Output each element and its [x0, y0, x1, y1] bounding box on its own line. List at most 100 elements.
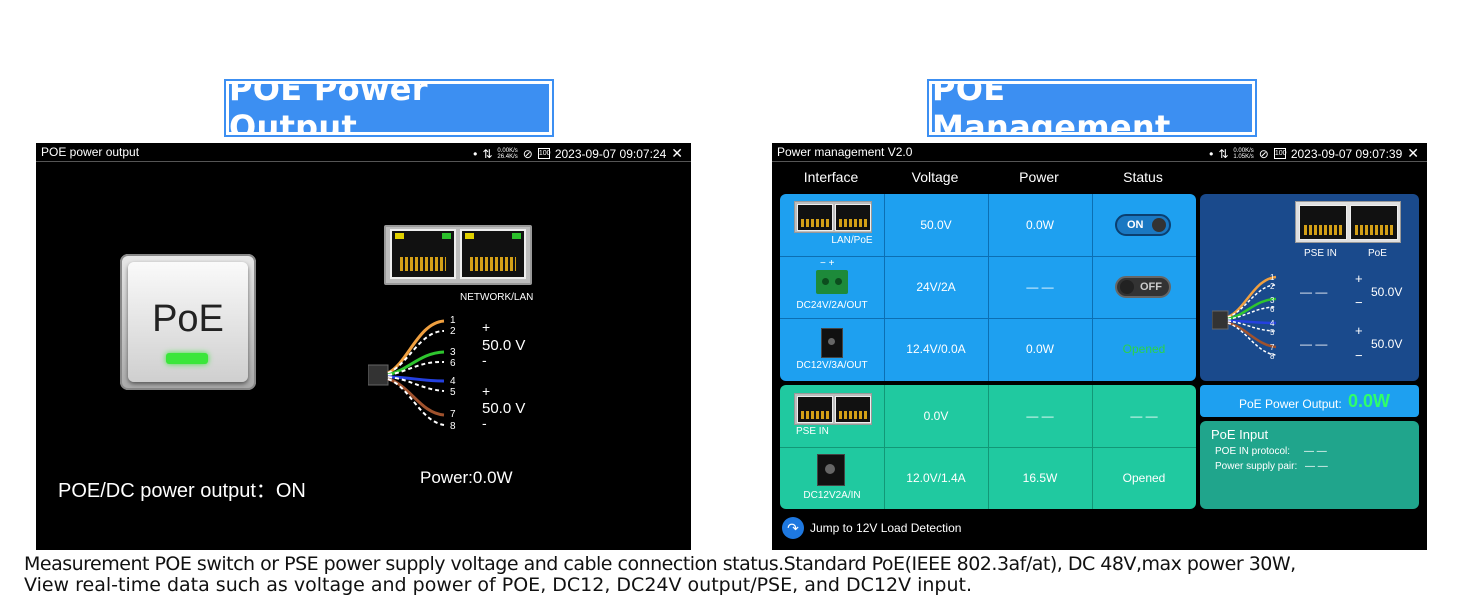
lan-poe-toggle[interactable]: ON [1115, 214, 1171, 236]
pair1-plus: + [1355, 271, 1363, 286]
header-voltage: Voltage [911, 169, 959, 185]
no-screen-icon: ⊘ [1258, 146, 1269, 161]
pin-label: 8 [450, 421, 456, 432]
datetime: 2023-09-07 09:07:39 [1290, 146, 1403, 161]
pin-label: 8 [1270, 352, 1275, 361]
banner-poe-management: POE Management [927, 70, 1257, 146]
pair1-minus: − [1355, 295, 1363, 310]
pair1-minus: - [482, 352, 487, 368]
poe-button-face: PoE [128, 262, 248, 382]
row-interface: DC12V2A/IN [803, 489, 861, 501]
row-voltage: 0.0V [923, 409, 949, 423]
poe-power-output-box [1200, 385, 1419, 417]
pin-label: 4 [1270, 319, 1275, 328]
pair2-dash: — — [1300, 337, 1328, 351]
dot-icon: • [1209, 146, 1214, 161]
led-yellow-icon [395, 233, 404, 239]
pair1-plus: + [482, 319, 491, 335]
screen-title: POE power output [41, 145, 140, 159]
pair1-voltage: 50.0 V [482, 337, 526, 354]
toggle-label: ON [1127, 219, 1144, 231]
dc-jack-icon [817, 454, 845, 486]
toggle-knob [1152, 218, 1166, 232]
header-power: Power [1019, 169, 1059, 185]
poe-output-label: PoE Power Output: [1239, 397, 1342, 411]
table-divider [884, 194, 885, 381]
ethernet-cable-diagram [1212, 275, 1277, 356]
pse-in-label: PSE IN [1304, 248, 1337, 259]
pair2-minus: − [1355, 348, 1363, 363]
pin-label: 1 [1270, 273, 1275, 282]
row-interface: DC24V/2A/OUT [796, 299, 868, 311]
table-divider [1092, 194, 1093, 381]
row-voltage: 24V/2A [916, 280, 956, 294]
output-status: POE/DC power output：ON [58, 480, 306, 502]
pair2-plus: + [482, 383, 491, 399]
row-interface: DC12V/3A/OUT [796, 359, 868, 371]
banner-poe-power-output: POE Power Output [224, 70, 554, 146]
poe-button-label: PoE [152, 298, 224, 340]
row-power: 16.5W [1022, 471, 1058, 485]
row-interface: PSE IN [796, 426, 829, 437]
power-reading: Power:0.0W [420, 468, 513, 487]
pair1-dash: — — [1300, 285, 1328, 299]
description-line-1: Measurement POE switch or PSE power supp… [24, 553, 1296, 575]
row-status: Opened [1122, 471, 1166, 485]
close-icon[interactable]: ✕ [1407, 145, 1419, 161]
poe-input-title: PoE Input [1211, 427, 1269, 442]
power-supply-pair-label: Power supply pair: [1215, 461, 1298, 472]
jump-12v-load-detection[interactable]: ↷ Jump to 12V Load Detection [782, 517, 961, 539]
network-arrows-icon: ⇅ [482, 146, 493, 161]
rj45-port-block [384, 225, 532, 285]
pair2-plus: + [1355, 323, 1363, 338]
battery-icon: 100 [1273, 148, 1287, 159]
poe-toggle-button[interactable]: PoE [120, 254, 256, 390]
pse-poe-port-icon [1295, 201, 1401, 243]
table-divider [988, 194, 989, 381]
led-yellow-icon [465, 233, 474, 239]
dc-jack-icon [821, 328, 843, 358]
close-icon[interactable]: ✕ [671, 145, 683, 161]
jump-link-label: Jump to 12V Load Detection [810, 521, 962, 535]
port-label: NETWORK/LAN [460, 292, 534, 303]
row-power: — — [1026, 280, 1054, 294]
rj45-pins [470, 257, 516, 271]
poe-output-value: 0.0W [1348, 391, 1391, 411]
pin-label: 3 [1270, 296, 1275, 305]
led-green-icon [512, 233, 521, 239]
pin-label: 4 [450, 376, 456, 387]
pin-label: 3 [450, 347, 456, 358]
toggle-knob [1120, 280, 1134, 294]
dc-terminal-polarity: − + [820, 258, 835, 269]
pin-label: 6 [450, 358, 456, 369]
pin-label: 7 [450, 409, 456, 420]
network-arrows-icon: ⇅ [1218, 146, 1229, 161]
poe-input-panel [1200, 421, 1419, 509]
pair2-minus: - [482, 415, 487, 431]
dc24v-toggle[interactable]: OFF [1115, 276, 1171, 298]
poe-in-protocol-label: POE IN protocol: [1215, 446, 1291, 457]
pin-label: 5 [450, 387, 456, 398]
pin-label: 7 [1270, 343, 1275, 352]
pin-label: 6 [1270, 305, 1275, 314]
pin-label: 1 [450, 315, 456, 326]
poe-in-protocol-value: — — [1304, 446, 1327, 457]
toggle-label: OFF [1140, 281, 1162, 293]
pin-label: 5 [1270, 328, 1275, 337]
row-interface: LAN/PoE [831, 234, 873, 246]
pin-label: 2 [1270, 282, 1275, 291]
poe-label: PoE [1368, 248, 1387, 259]
pin-label: 2 [450, 326, 456, 337]
row-power: 0.0W [1025, 342, 1054, 356]
row-power: 0.0W [1025, 218, 1054, 232]
pair1-voltage: 50.0V [1371, 285, 1403, 299]
row-voltage: 12.0V/1.4A [906, 471, 966, 485]
power-supply-pair-value: — — [1305, 461, 1328, 472]
row-voltage: 50.0V [920, 218, 952, 232]
redirect-arrow-icon: ↷ [782, 517, 804, 539]
table-divider [1092, 385, 1093, 509]
